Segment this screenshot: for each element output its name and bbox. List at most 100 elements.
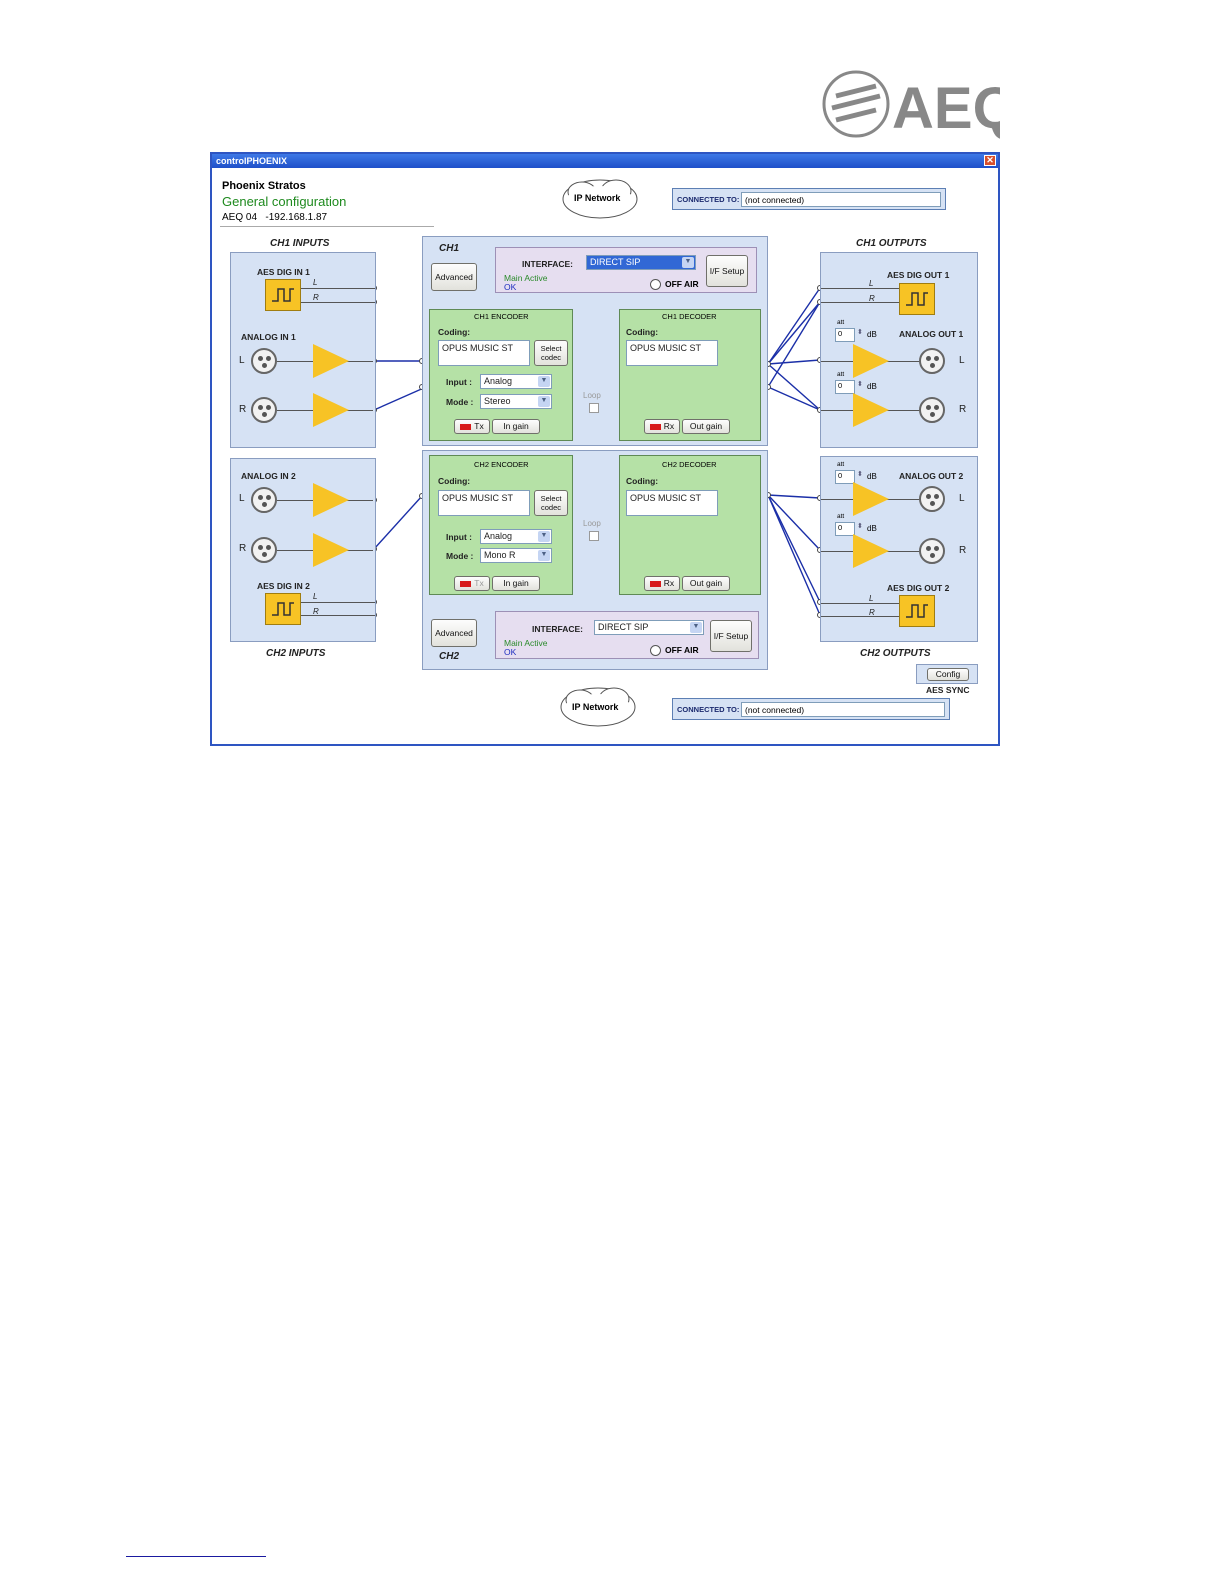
aes-in-2-l: L (313, 592, 318, 601)
ch2-decoder-title: CH2 DECODER (662, 460, 717, 469)
att-left-spinner[interactable]: 0 (835, 470, 855, 484)
chevron-down-icon: ▼ (682, 257, 694, 268)
ch2-loop-checkbox[interactable] (589, 531, 599, 541)
title-bar: controlPHOENIX ✕ (212, 154, 998, 168)
ch1-tx-button[interactable]: Tx (454, 419, 490, 434)
aeq-logo: AEQ (822, 68, 1018, 141)
spinner-arrows-icon[interactable]: ⬍ (857, 329, 863, 336)
xlr-connector-icon (251, 397, 277, 423)
ch1-inputs-title: CH1 INPUTS (270, 238, 330, 249)
ch2-decoder-panel: CH2 DECODER Coding: OPUS MUSIC ST Rx Out… (619, 455, 761, 595)
connected-label: CONNECTED TO: (677, 195, 740, 204)
ip-network-label-bottom: IP Network (572, 702, 619, 712)
ch2-tx-button[interactable]: Tx (454, 576, 490, 591)
ch1-decoder-title: CH1 DECODER (662, 312, 717, 321)
xlr-connector-icon (251, 348, 277, 374)
ch1-outputs-panel: AES DIG OUT 1 L R ANALOG OUT 1 att 0 ⬍ d… (820, 252, 978, 448)
ch1-panel: CH1 Advanced INTERFACE: DIRECT SIP ▼ Mai… (422, 236, 768, 446)
analog-out-1-label: ANALOG OUT 1 (899, 329, 964, 339)
aes-dig-in-1-label: AES DIG IN 1 (257, 267, 310, 277)
ch2-in-gain-button[interactable]: In gain (492, 576, 540, 591)
close-icon[interactable]: ✕ (984, 155, 996, 166)
ch2-off-air[interactable]: OFF AIR (650, 645, 699, 657)
att-left-spinner[interactable]: 0 (835, 328, 855, 342)
amplifier-icon (853, 393, 889, 427)
ch1-if-setup-button[interactable]: I/F Setup (706, 255, 748, 287)
aes-dig-in-1-icon (265, 279, 301, 311)
ch1-outputs-title: CH1 OUTPUTS (856, 238, 927, 249)
ch2-outputs-panel: ANALOG OUT 2 att 0 ⬍ dB att 0 ⬍ dB L R A… (820, 456, 978, 642)
chevron-down-icon: ▼ (538, 396, 550, 407)
aes-out-2-r: R (869, 608, 875, 617)
tx-led-icon (460, 580, 472, 587)
ch2-panel: CH2 ENCODER Coding: OPUS MUSIC ST Select… (422, 450, 768, 670)
ch2-out-gain-button[interactable]: Out gain (682, 576, 730, 591)
att-label: att (837, 513, 845, 520)
ch1-out-gain-button[interactable]: Out gain (682, 419, 730, 434)
ch2-select-codec-button[interactable]: Select codec (534, 490, 568, 516)
att-right-spinner[interactable]: 0 (835, 380, 855, 394)
ch1-input-value: Analog (484, 376, 513, 386)
ch1-loop-checkbox[interactable] (589, 403, 599, 413)
xlr-connector-icon (251, 487, 277, 513)
aes-dig-in-2-label: AES DIG IN 2 (257, 581, 310, 591)
aes-sync-label: AES SYNC (926, 685, 970, 695)
db-unit: dB (867, 330, 877, 339)
ch1-in-gain-button[interactable]: In gain (492, 419, 540, 434)
att-label: att (837, 371, 845, 378)
ch1-input-label: Input : (446, 377, 472, 387)
spinner-arrows-icon[interactable]: ⬍ (857, 523, 863, 530)
spinner-arrows-icon[interactable]: ⬍ (857, 471, 863, 478)
ch1-decoder-coding-value: OPUS MUSIC ST (626, 340, 718, 366)
ch2-off-air-label: OFF AIR (665, 645, 699, 655)
ch1-status-ok: OK (504, 282, 517, 292)
ch2-if-setup-button[interactable]: I/F Setup (710, 620, 752, 652)
rx-led-icon (649, 580, 661, 587)
att-right-spinner[interactable]: 0 (835, 522, 855, 536)
ch1-encoder-panel: CH1 ENCODER Coding: OPUS MUSIC ST Select… (429, 309, 573, 441)
ch1-advanced-button[interactable]: Advanced (431, 263, 477, 291)
divider (220, 226, 434, 227)
ch2-mode-select[interactable]: Mono R▼ (480, 548, 552, 563)
analog-out-2-label: ANALOG OUT 2 (899, 471, 964, 481)
ch1-encoder-title: CH1 ENCODER (474, 312, 529, 321)
device-address: AEQ 04 -192.168.1.87 (222, 212, 327, 223)
radio-icon (650, 279, 661, 291)
ch2-title: CH2 (439, 651, 460, 662)
footer-link-underline (126, 1556, 266, 1557)
analog-in-2-r: R (239, 543, 247, 554)
rx-led-icon (649, 423, 661, 430)
ch1-off-air[interactable]: OFF AIR (650, 279, 699, 291)
app-window: controlPHOENIX ✕ (210, 152, 1000, 746)
xlr-connector-icon (251, 537, 277, 563)
att-label: att (837, 319, 845, 326)
spinner-arrows-icon[interactable]: ⬍ (857, 381, 863, 388)
ch1-input-select[interactable]: Analog▼ (480, 374, 552, 389)
ch2-status-line: Main Active (504, 638, 548, 648)
xlr-connector-icon (919, 486, 945, 512)
ch1-interface-select[interactable]: DIRECT SIP ▼ (586, 255, 696, 270)
ch1-select-codec-button[interactable]: Select codec (534, 340, 568, 366)
analog-in-2-l: L (239, 493, 245, 504)
aes-dig-out-2-icon (899, 595, 935, 627)
ch1-decoder-coding-label: Coding: (626, 327, 659, 337)
xlr-connector-icon (919, 348, 945, 374)
ch2-advanced-button[interactable]: Advanced (431, 619, 477, 647)
aes-dig-out-1-label: AES DIG OUT 1 (887, 270, 950, 280)
amplifier-icon (313, 483, 349, 517)
ch1-mode-select[interactable]: Stereo▼ (480, 394, 552, 409)
aes-sync-config-button[interactable]: Config (927, 668, 969, 681)
radio-icon (650, 645, 661, 657)
aes-out-1-r: R (869, 294, 875, 303)
amplifier-icon (853, 534, 889, 568)
ch2-interface-select[interactable]: DIRECT SIP ▼ (594, 620, 704, 635)
ch2-rx-button[interactable]: Rx (644, 576, 680, 591)
analog-out-2-r: R (959, 545, 967, 556)
connected-value-ch1: (not connected) (741, 192, 941, 207)
amplifier-icon (853, 344, 889, 378)
ch1-rx-button[interactable]: Rx (644, 419, 680, 434)
analog-out-1-l: L (959, 355, 965, 366)
ch2-input-value: Analog (484, 531, 513, 541)
section-title: General configuration (222, 194, 347, 209)
ch2-input-select[interactable]: Analog▼ (480, 529, 552, 544)
